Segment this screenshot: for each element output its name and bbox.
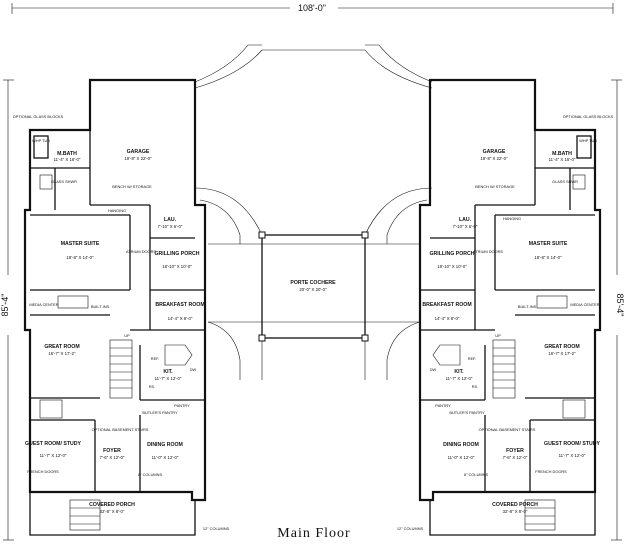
left-kit-size: 11'-7" X 12'-0" — [155, 376, 182, 381]
right-whp-tub: WHP TUB — [579, 138, 597, 143]
right-great-size: 16'-7" X 17'-2" — [548, 351, 576, 356]
right-porch-size: 32'-8" X 8'-0" — [503, 509, 528, 514]
right-garage-label: GARAGE — [483, 149, 506, 155]
left-glass-blocks: OPTIONAL GLASS BLOCKS — [13, 114, 64, 119]
left-mbath-size: 11'-4" X 16'-0" — [54, 157, 81, 162]
left-rs: RS. — [149, 384, 156, 389]
right-french-doors: FRENCH DOORS — [535, 469, 567, 474]
left-atrium-doors: ATRIUM DOORS — [126, 249, 156, 254]
right-foyer-size: 7'-6" X 12'-0" — [503, 455, 528, 460]
right-stairs-up: UP — [495, 333, 501, 338]
left-grilling-label: GRILLING PORCH — [155, 251, 200, 257]
right-kit-size: 11'-7" X 12'-0" — [446, 376, 473, 381]
left-media-center: MEDIA CENTER — [29, 302, 58, 307]
dimension-lines — [3, 3, 622, 541]
left-dw: DW — [190, 367, 197, 372]
left-dining-label: DINING ROOM — [147, 442, 183, 448]
right-basement-stairs: OPTIONAL BASEMENT STAIRS — [479, 427, 536, 432]
right-dining-size: 11'-0" X 12'-0" — [448, 455, 475, 460]
right-atrium-doors: ATRIUM DOORS — [473, 249, 503, 254]
left-great-size: 16'-7" X 17'-2" — [48, 351, 76, 356]
right-breakfast-label: BREAKFAST ROOM — [422, 302, 471, 308]
left-foyer-size: 7'-6" X 12'-0" — [100, 455, 125, 460]
left-guest-size: 11'-7" X 12'-0" — [40, 453, 67, 458]
left-unit-labels: GARAGE 19'-8" X 22'-0" M.BATH 11'-4" X 1… — [13, 114, 230, 531]
right-glass-blocks: OPTIONAL GLASS BLOCKS — [563, 114, 614, 119]
right-dw: DW — [430, 367, 437, 372]
left-grilling-size: 18'-10" X 10'-0" — [162, 264, 192, 269]
right-built-ins: BUILT-INS — [518, 304, 537, 309]
left-lau-size: 7'-10" X 6'-0" — [158, 224, 183, 229]
left-unit-walls — [23, 78, 207, 536]
right-master-label: MASTER SUITE — [529, 241, 568, 247]
left-guest-label: GUEST ROOM/ STUDY — [25, 441, 81, 447]
right-butlers-pantry: BUTLER'S PANTRY — [449, 410, 485, 415]
right-foyer-label: FOYER — [506, 448, 524, 454]
porte-cochere-label: PORTE COCHERE — [290, 280, 336, 286]
left-butlers-pantry: BUTLER'S PANTRY — [142, 410, 178, 415]
overall-width-dimension: 108'-0" — [298, 3, 326, 13]
right-unit-labels: GARAGE 19'-8" X 22'-0" M.BATH 11'-4" X 1… — [397, 114, 614, 531]
porte-cochere-size: 20'-0" X 20'-0" — [299, 287, 327, 292]
right-pantry: PANTRY — [435, 403, 451, 408]
right-mbath-label: M.BATH — [552, 151, 572, 157]
right-grilling-label: GRILLING PORCH — [430, 251, 475, 257]
left-master-size: 18'-8" X 14'-0" — [66, 255, 94, 260]
left-pantry: PANTRY — [174, 403, 190, 408]
left-basement-stairs: OPTIONAL BASEMENT STAIRS — [92, 427, 149, 432]
left-kit-label: KIT. — [163, 369, 173, 375]
right-porch-label: COVERED PORCH — [492, 502, 538, 508]
right-unit-walls — [418, 78, 602, 536]
right-media-center: MEDIA CENTER — [570, 302, 599, 307]
left-built-ins: BUILT-INS — [91, 304, 110, 309]
right-grilling-size: 18'-10" X 10'-0" — [437, 264, 467, 269]
left-garage-label: GARAGE — [127, 149, 150, 155]
right-kit-label: KIT. — [454, 369, 464, 375]
right-8in-columns: 8" COLUMNS — [464, 472, 488, 477]
right-mbath-size: 11'-4" X 16'-0" — [549, 157, 576, 162]
left-breakfast-size: 14'-4" X 8'-0" — [168, 316, 193, 321]
right-bench: BENCH W/ STORAGE — [475, 184, 515, 189]
left-glass-shwr: GLASS SHWR — [51, 179, 77, 184]
plan-title: Main Floor — [277, 526, 350, 541]
left-8in-columns: 8" COLUMNS — [138, 472, 162, 477]
right-master-size: 18'-8" X 14'-0" — [534, 255, 562, 260]
right-breakfast-size: 14'-4" X 8'-0" — [435, 316, 460, 321]
left-breakfast-label: BREAKFAST ROOM — [155, 302, 204, 308]
left-french-doors: FRENCH DOORS — [27, 469, 59, 474]
right-guest-label: GUEST ROOM/ STUDY — [544, 441, 600, 447]
right-hanging: HANGING — [503, 216, 521, 221]
left-lau-label: LAU. — [164, 217, 177, 223]
left-stairs-up: UP — [124, 333, 130, 338]
left-garage-size: 19'-8" X 22'-0" — [124, 156, 152, 161]
left-mbath-label: M.BATH — [57, 151, 77, 157]
left-depth-dimension: 85'-4" — [0, 294, 10, 317]
right-depth-dimension: 85'-4" — [615, 294, 625, 317]
left-12in-columns: 12" COLUMNS — [203, 526, 230, 531]
left-dining-size: 11'-0" X 12'-0" — [152, 455, 179, 460]
left-foyer-label: FOYER — [103, 448, 121, 454]
left-whp-tub: WHP TUB — [32, 138, 50, 143]
left-bench: BENCH W/ STORAGE — [112, 184, 152, 189]
right-guest-size: 11'-7" X 12'-0" — [559, 453, 586, 458]
left-porch-size: 32'-8" X 8'-0" — [100, 509, 125, 514]
right-great-label: GREAT ROOM — [544, 344, 579, 350]
right-12in-columns: 12" COLUMNS — [397, 526, 424, 531]
right-lau-size: 7'-10" X 6'-0" — [453, 224, 478, 229]
right-lau-label: LAU. — [459, 217, 472, 223]
driveway — [194, 44, 433, 380]
right-garage-size: 19'-8" X 22'-0" — [480, 156, 508, 161]
right-dining-label: DINING ROOM — [443, 442, 479, 448]
left-master-label: MASTER SUITE — [61, 241, 100, 247]
right-ref: REF. — [468, 356, 476, 361]
left-great-label: GREAT ROOM — [44, 344, 79, 350]
right-glass-shwr: GLASS SHWR — [552, 179, 578, 184]
left-ref: REF. — [151, 356, 159, 361]
right-rs: RS. — [472, 384, 479, 389]
left-hanging: HANGING — [108, 208, 126, 213]
left-porch-label: COVERED PORCH — [89, 502, 135, 508]
